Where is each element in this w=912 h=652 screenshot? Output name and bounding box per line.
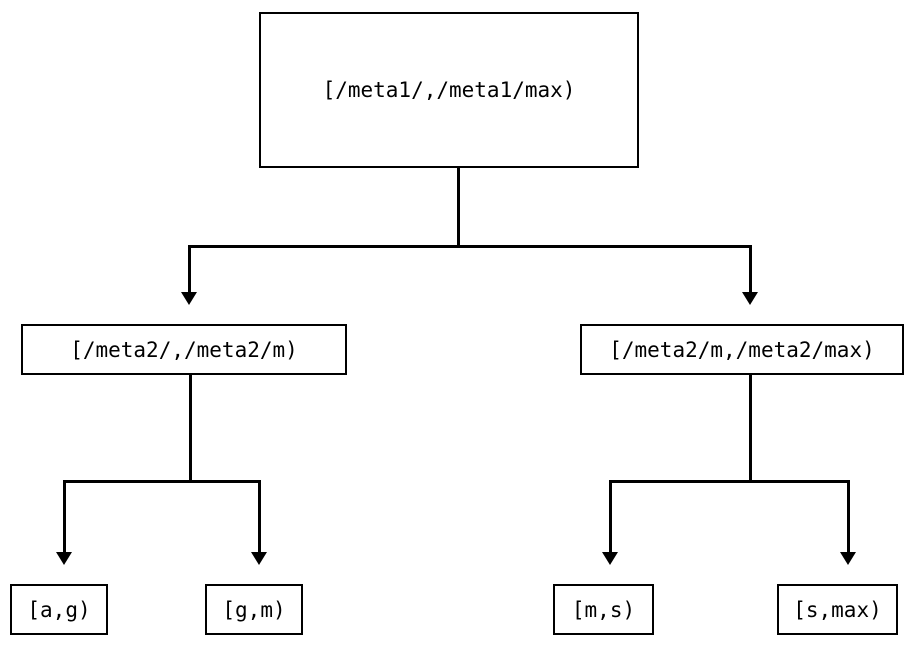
edge-mid-left-to-leaf-gm — [258, 480, 261, 553]
node-root-label: [/meta1/,/meta1/max) — [322, 78, 576, 102]
node-leaf-g-m-label: [g,m) — [222, 597, 286, 622]
arrowhead-mid-left-to-leaf-ag — [56, 552, 72, 565]
edge-root-bus — [188, 245, 752, 248]
arrowhead-root-to-mid-left — [181, 292, 197, 305]
edge-mid-left-bus — [63, 480, 261, 483]
edge-root-to-mid-right — [749, 245, 752, 293]
arrowhead-mid-right-to-leaf-ms — [602, 552, 618, 565]
node-leaf-s-max[interactable]: [s,max) — [777, 584, 898, 635]
node-mid-left[interactable]: [/meta2/,/meta2/m) — [21, 324, 347, 375]
arrowhead-mid-left-to-leaf-gm — [251, 552, 267, 565]
edge-mid-left-to-leaf-ag — [63, 480, 66, 553]
node-mid-right-label: [/meta2/m,/meta2/max) — [609, 337, 875, 362]
node-leaf-a-g[interactable]: [a,g) — [10, 584, 108, 635]
edge-mid-right-stem — [749, 375, 752, 483]
node-leaf-s-max-label: [s,max) — [793, 597, 882, 622]
node-root[interactable]: [/meta1/,/meta1/max) — [259, 12, 639, 168]
arrowhead-root-to-mid-right — [742, 292, 758, 305]
edge-mid-right-bus — [609, 480, 850, 483]
edge-root-stem — [457, 167, 460, 248]
node-leaf-g-m[interactable]: [g,m) — [205, 584, 303, 635]
edge-mid-right-to-leaf-smax — [847, 480, 850, 553]
edge-root-to-mid-left — [188, 245, 191, 293]
arrowhead-mid-right-to-leaf-smax — [840, 552, 856, 565]
node-leaf-m-s[interactable]: [m,s) — [553, 584, 654, 635]
edge-mid-left-stem — [189, 375, 192, 483]
node-mid-right[interactable]: [/meta2/m,/meta2/max) — [580, 324, 904, 375]
node-leaf-a-g-label: [a,g) — [27, 597, 91, 622]
node-mid-left-label: [/meta2/,/meta2/m) — [70, 337, 298, 362]
edge-mid-right-to-leaf-ms — [609, 480, 612, 553]
node-leaf-m-s-label: [m,s) — [571, 597, 636, 622]
